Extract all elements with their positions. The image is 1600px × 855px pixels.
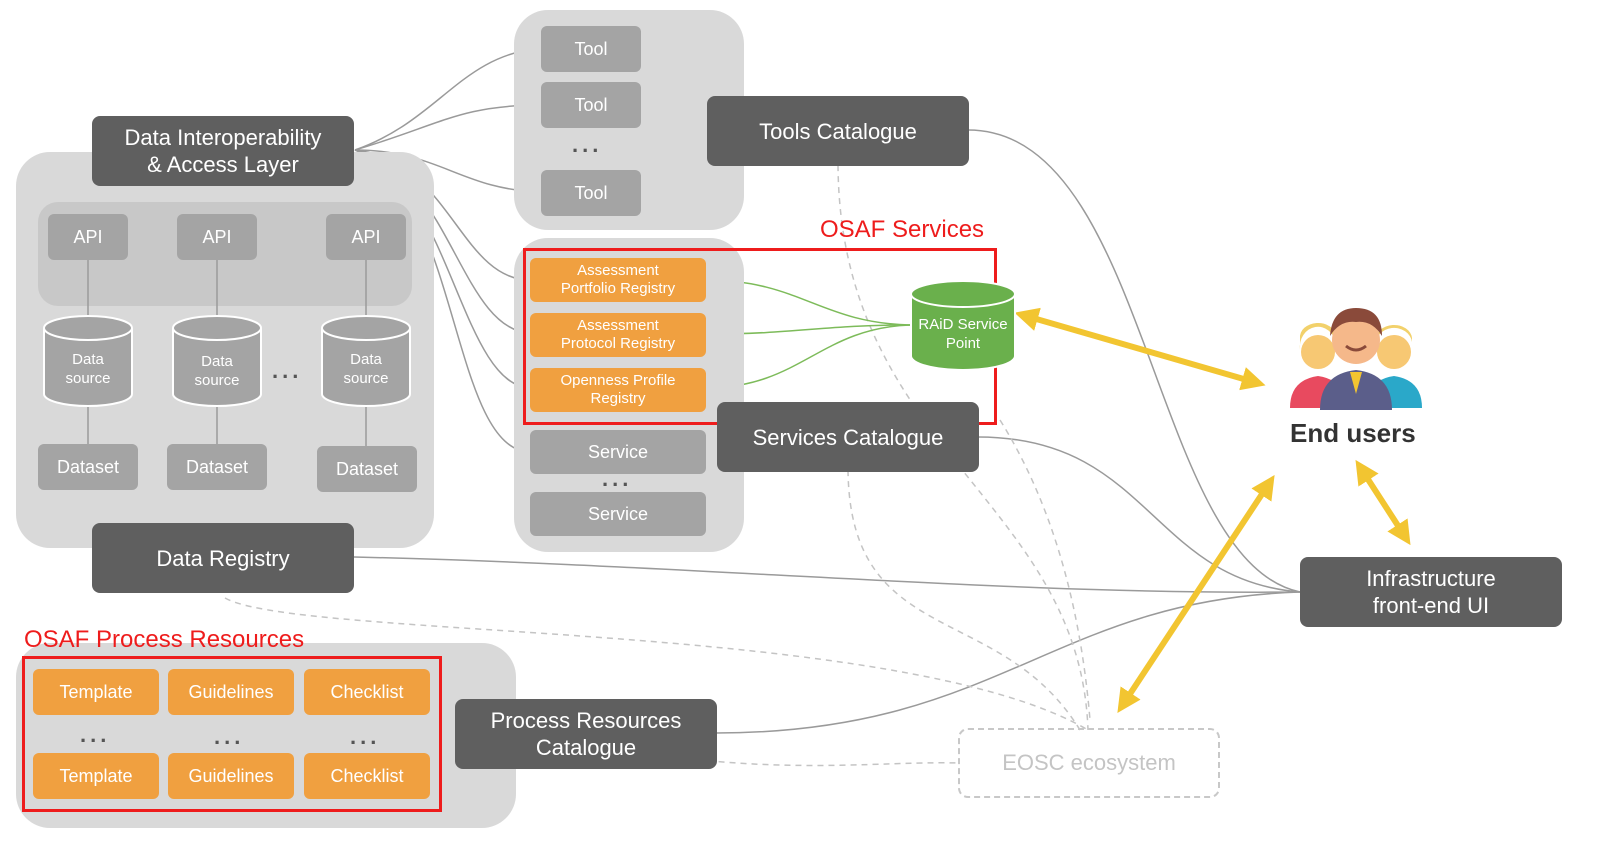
eosc-ecosystem[interactable]: EOSC ecosystem xyxy=(958,728,1220,798)
tool-box[interactable]: Tool xyxy=(541,82,641,128)
data-source-label: Data source xyxy=(65,351,111,387)
checklist-box[interactable]: Checklist xyxy=(304,753,430,799)
end-users-label: End users xyxy=(1290,418,1416,448)
guidelines-box[interactable]: Guidelines xyxy=(168,669,294,715)
guidelines-box[interactable]: Guidelines xyxy=(168,753,294,799)
ellipsis: ... xyxy=(350,724,381,749)
api-box[interactable]: API xyxy=(326,214,406,260)
service-box[interactable]: Service xyxy=(530,430,706,474)
process-resources-catalogue[interactable]: Process Resources Catalogue xyxy=(455,699,717,769)
assessment-portfolio-registry[interactable]: Assessment Portfolio Registry xyxy=(530,258,706,302)
services-catalogue[interactable]: Services Catalogue xyxy=(717,402,979,472)
data-source-label: Data source xyxy=(343,351,389,387)
raid-service-point-cylinder xyxy=(910,280,1016,371)
assessment-protocol-registry[interactable]: Assessment Protocol Registry xyxy=(530,313,706,357)
template-box[interactable]: Template xyxy=(33,669,159,715)
data-source-cylinder xyxy=(172,315,262,407)
ellipsis: ... xyxy=(572,132,603,157)
api-box[interactable]: API xyxy=(177,214,257,260)
ellipsis: ... xyxy=(272,358,303,383)
infrastructure-front-end-ui[interactable]: Infrastructure front-end UI xyxy=(1300,557,1562,627)
dataset-box[interactable]: Dataset xyxy=(317,446,417,492)
data-registry[interactable]: Data Registry xyxy=(92,523,354,593)
osaf-process-resources-title: OSAF Process Resources xyxy=(24,626,305,653)
openness-profile-registry[interactable]: Openness Profile Registry xyxy=(530,368,706,412)
raid-service-point-label: RAiD Service Point xyxy=(918,316,1008,352)
ellipsis: ... xyxy=(80,722,111,747)
dataset-box[interactable]: Dataset xyxy=(167,444,267,490)
tool-box[interactable]: Tool xyxy=(541,26,641,72)
data-interoperability-layer[interactable]: Data Interoperability & Access Layer xyxy=(92,116,354,186)
data-source-label: Data source xyxy=(194,353,240,389)
osaf-services-title: OSAF Services xyxy=(820,216,985,243)
checklist-box[interactable]: Checklist xyxy=(304,669,430,715)
ellipsis: ... xyxy=(214,724,245,749)
ellipsis: ... xyxy=(602,466,633,491)
end-users-icon xyxy=(1290,308,1422,410)
osaf-process-resources-frame xyxy=(22,656,442,812)
tools-catalogue[interactable]: Tools Catalogue xyxy=(707,96,969,166)
template-box[interactable]: Template xyxy=(33,753,159,799)
service-box[interactable]: Service xyxy=(530,492,706,536)
tool-box[interactable]: Tool xyxy=(541,170,641,216)
api-box[interactable]: API xyxy=(48,214,128,260)
data-source-cylinder xyxy=(43,315,133,407)
dataset-box[interactable]: Dataset xyxy=(38,444,138,490)
data-source-cylinder xyxy=(321,315,411,407)
